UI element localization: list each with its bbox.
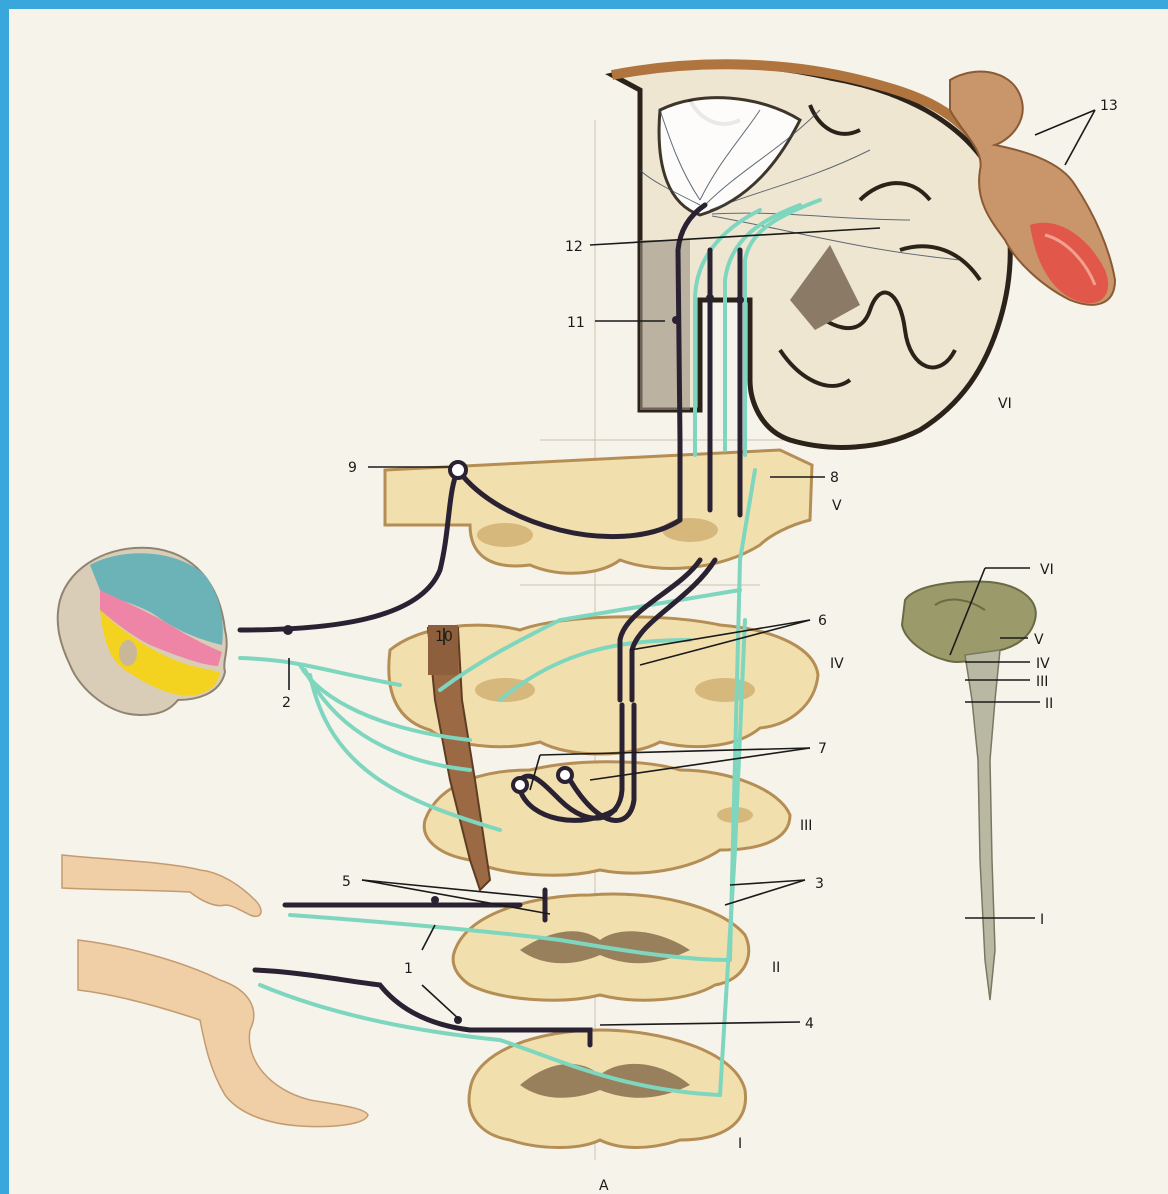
schema-level-iii: III	[1036, 674, 1048, 690]
top-border	[0, 0, 1168, 9]
label-13: 13	[1100, 98, 1118, 114]
label-10: 10	[435, 629, 453, 645]
level-ii: II	[772, 960, 780, 976]
figure-caption: A	[599, 1178, 609, 1194]
label-12: 12	[565, 239, 583, 255]
left-border	[0, 0, 9, 1194]
level-i: I	[738, 1136, 742, 1152]
level-vi: VI	[998, 396, 1012, 412]
label-5: 5	[342, 874, 351, 890]
schema-level-ii: II	[1045, 696, 1053, 712]
label-6: 6	[818, 613, 827, 629]
brain-section-level-vi	[612, 64, 1010, 447]
schema-level-iv: IV	[1036, 656, 1050, 672]
label-4: 4	[805, 1016, 814, 1032]
level-iii: III	[800, 818, 812, 834]
level-iv: IV	[830, 656, 844, 672]
label-2: 2	[282, 695, 291, 711]
label-9: 9	[348, 460, 357, 476]
label-1: 1	[404, 961, 413, 977]
label-3: 3	[815, 876, 824, 892]
level-v: V	[832, 498, 842, 514]
label-11: 11	[567, 315, 585, 331]
schema-level-vi: VI	[1040, 562, 1054, 578]
label-7: 7	[818, 741, 827, 757]
schema-level-i: I	[1040, 912, 1044, 928]
schema-level-v: V	[1034, 632, 1044, 648]
label-8: 8	[830, 470, 839, 486]
